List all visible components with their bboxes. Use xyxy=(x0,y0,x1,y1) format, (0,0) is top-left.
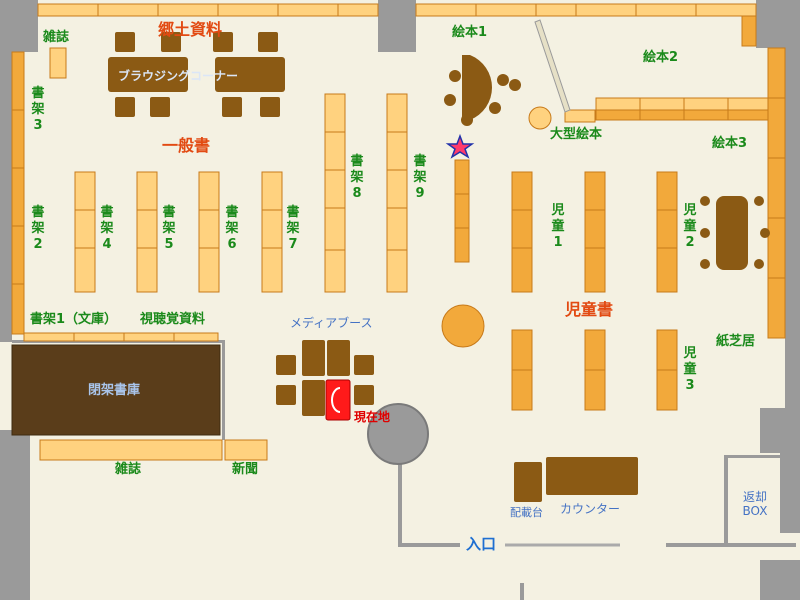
shelf-3-label: 書架3 xyxy=(31,86,45,133)
browsing-corner-label: ブラウジングコーナー xyxy=(118,69,239,83)
large-picture-book-stand xyxy=(528,106,552,130)
diagonal-partition xyxy=(534,19,571,113)
children-1-label: 児童1 xyxy=(551,203,565,250)
return-box-label: 返却BOX xyxy=(742,490,768,518)
entrance-label: 入口 xyxy=(466,535,497,553)
local-materials-label: 郷土資料 xyxy=(158,20,223,39)
magazine-newspaper-racks xyxy=(39,439,268,461)
media-booth-label: メディアブース xyxy=(290,316,373,330)
children-round-table xyxy=(441,304,485,348)
shelf-units-general xyxy=(74,93,408,293)
left-wall-shelves xyxy=(11,51,25,335)
children-3-label: 児童3 xyxy=(683,346,697,393)
picture-book-2-label: 絵本2 xyxy=(643,50,679,65)
picture-book-3-table xyxy=(700,196,770,270)
right-wall-shelves xyxy=(767,47,786,339)
children-shelves xyxy=(511,171,678,411)
newspaper-label: 新聞 xyxy=(232,462,259,477)
shelf-7-label: 書架7 xyxy=(286,205,300,252)
narrow-center-shelf xyxy=(454,159,470,263)
kamishibai-label: 紙芝居 xyxy=(716,334,756,349)
picture-book-2-shelf xyxy=(564,97,769,123)
closed-stacks-label: 閉架書庫 xyxy=(88,383,141,398)
shelf-6-label: 書架6 xyxy=(225,205,239,252)
shelf-1-bunko-label: 書架1（文庫） xyxy=(30,312,118,327)
star-marker xyxy=(445,133,475,159)
current-location-marker xyxy=(325,379,351,421)
children-2-label: 児童2 xyxy=(683,203,697,250)
magazine-label-top: 雑誌 xyxy=(43,30,70,45)
shelf-4-label: 書架4 xyxy=(100,205,114,252)
av-materials-label: 視聴覚資料 xyxy=(140,312,206,327)
browsing-corner-furniture xyxy=(108,32,285,117)
top-wall-shelves xyxy=(37,3,757,47)
magazine-label-bottom: 雑誌 xyxy=(115,462,142,477)
shelf-1-bunko xyxy=(23,332,219,342)
current-location-arc xyxy=(331,387,341,413)
delivery-table-label: 配載台 xyxy=(510,506,543,519)
shelf-5-label: 書架5 xyxy=(162,205,176,252)
picture-book-1-table xyxy=(444,55,521,126)
shelf-8-label: 書架8 xyxy=(350,154,364,201)
picture-book-3-label: 絵本3 xyxy=(712,136,748,151)
picture-book-1-label: 絵本1 xyxy=(452,25,488,40)
shelf-9-label: 書架9 xyxy=(413,154,427,201)
counter-furniture xyxy=(514,457,638,502)
media-booth-furniture xyxy=(276,340,374,416)
shelf-2-label: 書架2 xyxy=(31,205,45,252)
counter-label: カウンター xyxy=(560,502,621,516)
general-books-label: 一般書 xyxy=(162,136,211,155)
children-books-label: 児童書 xyxy=(565,300,614,319)
current-location-label: 現在地 xyxy=(354,410,391,424)
closed-stacks-room xyxy=(11,344,221,436)
pillar xyxy=(367,403,429,465)
magazine-stand-top xyxy=(49,47,67,79)
large-picture-books-label: 大型絵本 xyxy=(550,127,603,142)
